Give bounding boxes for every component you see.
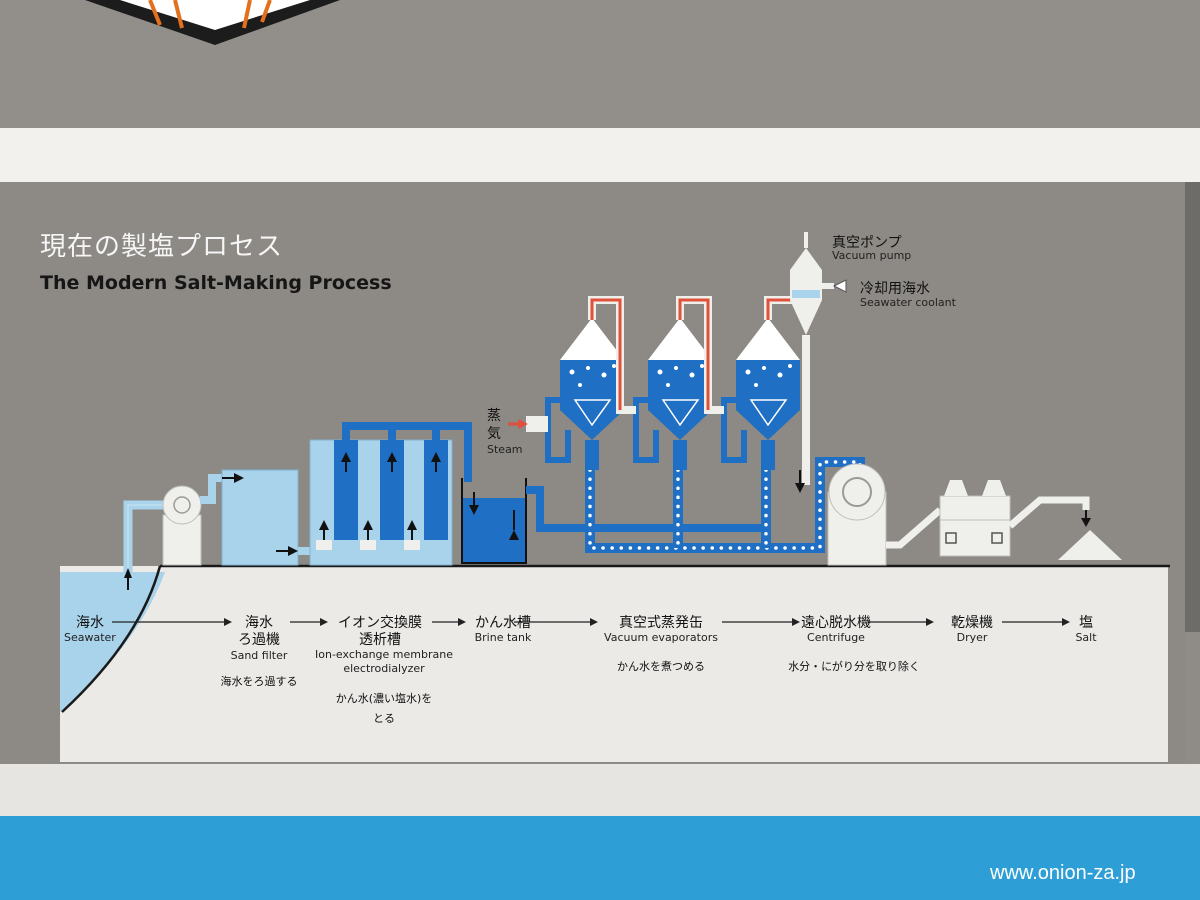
seawater-label-en: Seawater: [64, 631, 116, 644]
condenser: [790, 232, 822, 493]
brine-tank-label-en: Brine tank: [474, 631, 532, 644]
electrodialyzer-label-jp-1: イオン交換膜: [338, 615, 422, 631]
electrodialyzer-note-1: かん水(濃い塩水)を: [335, 692, 433, 705]
evaporator-3: [736, 318, 800, 470]
dryer: [939, 480, 1011, 557]
intake-arrow: [124, 568, 132, 578]
sea-shape: [60, 572, 165, 712]
blue-band: [0, 816, 1200, 900]
dryer-label-en: Dryer: [956, 631, 988, 644]
steam-label-jp-2: 気: [487, 426, 501, 442]
dryer-label-jp: 乾燥機: [951, 615, 993, 631]
electrodialyzer-label-en-1: Ion-exchange membrane: [315, 648, 453, 661]
title-english: The Modern Salt-Making Process: [40, 272, 392, 294]
coolant-label-jp: 冷却用海水: [860, 281, 930, 297]
evaporator-2: [648, 318, 712, 470]
vacuum-evaporators-label-jp: 真空式蒸発缶: [619, 615, 703, 631]
seawater-label-jp: 海水: [76, 615, 104, 631]
steam-label-en: Steam: [487, 443, 523, 456]
vacuum-pump-label-jp: 真空ポンプ: [832, 235, 902, 251]
steam-inlet: [526, 416, 548, 432]
salt-pile: [1058, 530, 1122, 560]
electrodialyzer-label-jp-2: 透析槽: [359, 632, 401, 648]
salt-label-en: Salt: [1075, 631, 1097, 644]
white-band: [0, 128, 1200, 182]
brine-tank-label-jp: かん水槽: [475, 615, 531, 631]
evaporator-1: [560, 318, 624, 470]
sand-filter-label-jp-1: 海水: [245, 615, 273, 631]
ground-area: [60, 566, 1168, 762]
sand-filter-note: 海水をろ過する: [220, 675, 298, 688]
centrifuge-label-jp: 遠心脱水機: [801, 615, 871, 631]
vacuum-pump-label-en: Vacuum pump: [832, 249, 912, 262]
centrifuge-note: 水分・にがり分を取り除く: [788, 660, 920, 673]
bottom-band: [0, 764, 1200, 816]
title-japanese: 現在の製塩プロセス: [40, 232, 284, 262]
salt-label-jp: 塩: [1079, 615, 1093, 631]
centrifuge-label-en: Centrifuge: [807, 631, 865, 644]
electrodialyzer-label-en-2: electrodialyzer: [343, 662, 425, 675]
sand-filter: [221, 469, 299, 566]
panel-edge: [1185, 182, 1200, 632]
coolant-label-en: Seawater coolant: [860, 296, 956, 309]
intake-pipe: [123, 500, 170, 590]
vacuum-evaporators-note: かん水を煮つめる: [617, 660, 705, 673]
electrodialyzer-note-2: とる: [373, 712, 395, 725]
steam-label-jp-1: 蒸: [487, 408, 501, 424]
vacuum-evaporators-label-en: Vacuum evaporators: [604, 631, 718, 644]
sand-filter-label-en: Sand filter: [230, 649, 288, 662]
watermark-text: www.onion-za.jp: [990, 862, 1136, 884]
brine-tank: [461, 478, 527, 564]
centrifuge: [827, 463, 887, 566]
sand-filter-label-jp-2: ろ過機: [238, 632, 280, 648]
